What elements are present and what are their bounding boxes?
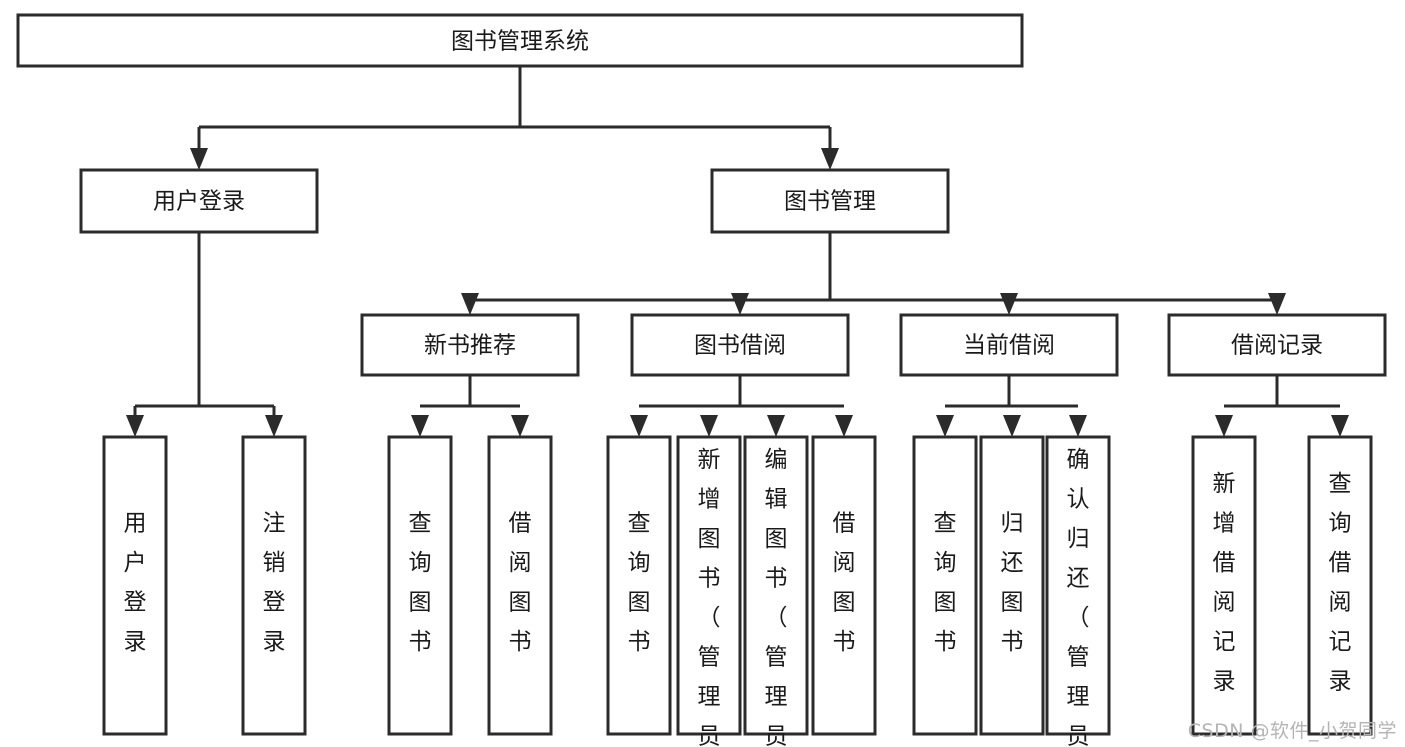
connector-newbook-to-leaves (411, 375, 529, 437)
node-borrow-record-label: 借阅记录 (1231, 333, 1323, 359)
leaf-borrow-book-0[interactable]: 查询图书 (606, 435, 672, 736)
leaf-user-login-1-label: 注销登录 (263, 511, 286, 656)
leaf-current-borrow-1[interactable]: 归还图书 (979, 435, 1045, 736)
leaf-new-book-0-label: 查询图书 (409, 511, 432, 656)
connector-booklmgmt-to-level3 (461, 232, 1286, 315)
node-borrow-record[interactable]: 借阅记录 (1167, 313, 1387, 377)
leaf-new-book-1[interactable]: 借阅图书 (487, 435, 553, 736)
leaf-user-login-1[interactable]: 注销登录 (241, 435, 307, 736)
leaf-borrow-record-1-label: 查询借阅记录 (1329, 471, 1352, 695)
leaf-borrow-book-1[interactable]: 新增图书（管理员） (676, 435, 742, 747)
leaf-new-book-1-label: 借阅图书 (509, 511, 532, 656)
node-book-management[interactable]: 图书管理 (710, 168, 950, 234)
leaf-borrow-book-1-label: 新增图书（管理员） (698, 447, 721, 747)
connector-borrowrecord-to-leaves (1215, 375, 1349, 437)
leaf-current-borrow-2-label: 确认归还（管理员） (1067, 447, 1090, 747)
node-root-label: 图书管理系统 (451, 29, 589, 55)
leaf-new-book-0[interactable]: 查询图书 (387, 435, 453, 736)
leaf-borrow-book-2-label: 编辑图书（管理员） (765, 447, 788, 747)
node-book-management-label: 图书管理 (784, 189, 876, 215)
connector-root-to-level2 (190, 66, 839, 170)
node-new-book-recommend[interactable]: 新书推荐 (360, 313, 580, 377)
leaf-borrow-record-1[interactable]: 查询借阅记录 (1307, 435, 1373, 736)
leaf-borrow-book-2[interactable]: 编辑图书（管理员） (743, 435, 809, 747)
leaf-current-borrow-1-label: 归还图书 (1001, 511, 1024, 656)
leaf-borrow-record-0[interactable]: 新增借阅记录 (1191, 435, 1257, 736)
leaf-current-borrow-0-label: 查询图书 (934, 511, 957, 656)
leaf-current-borrow-2[interactable]: 确认归还（管理员） (1045, 435, 1111, 747)
leaf-borrow-book-3-label: 借阅图书 (833, 511, 856, 656)
leaf-user-login-0[interactable]: 用户登录 (102, 435, 168, 736)
node-current-borrow[interactable]: 当前借阅 (899, 313, 1119, 377)
connector-borrowbook-to-leaves (630, 375, 853, 437)
connector-userlogin-to-leaves (126, 232, 283, 437)
node-user-login[interactable]: 用户登录 (79, 168, 319, 234)
node-current-borrow-label: 当前借阅 (963, 333, 1055, 359)
leaf-current-borrow-0[interactable]: 查询图书 (912, 435, 978, 736)
node-book-borrow[interactable]: 图书借阅 (630, 313, 850, 377)
leaf-borrow-record-0-label: 新增借阅记录 (1213, 471, 1236, 695)
node-new-book-recommend-label: 新书推荐 (424, 333, 516, 359)
node-book-borrow-label: 图书借阅 (694, 333, 786, 359)
leaf-borrow-book-0-label: 查询图书 (628, 511, 651, 656)
node-root[interactable]: 图书管理系统 (16, 13, 1024, 68)
leaf-borrow-book-3[interactable]: 借阅图书 (811, 435, 877, 736)
connector-currentborrow-to-leaves (936, 375, 1087, 437)
node-user-login-label: 用户登录 (153, 189, 245, 215)
leaf-user-login-0-label: 用户登录 (124, 511, 147, 656)
